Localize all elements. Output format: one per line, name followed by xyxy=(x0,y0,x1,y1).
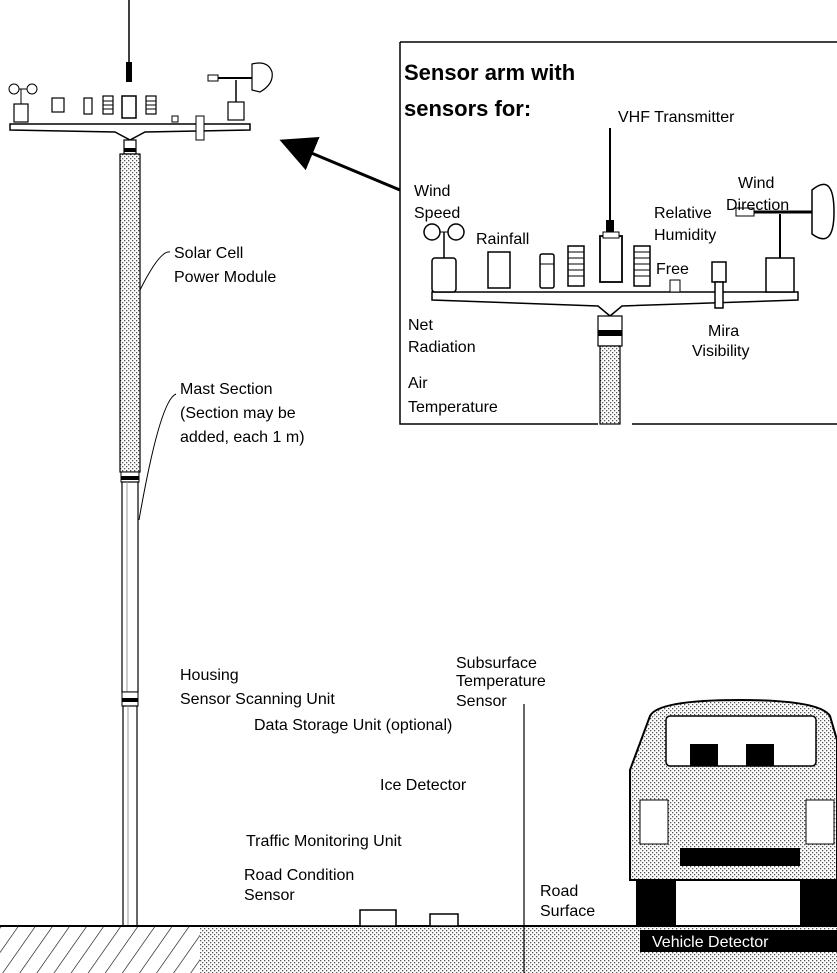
vehicle-wheel-right xyxy=(800,880,837,926)
ground-cross-section: Vehicle Detector xyxy=(0,704,837,973)
air-temperature-sensor xyxy=(567,245,585,287)
label-road-surface-2: Surface xyxy=(540,903,595,920)
inset-panel: Sensor arm with sensors for: VHF Transmi… xyxy=(399,41,837,425)
label-vhf-transmitter: VHF Transmitter xyxy=(618,109,735,126)
label-net-radiation-1: Net xyxy=(408,317,433,334)
net-radiation-sensor xyxy=(539,253,555,289)
label-solar-cell-1: Solar Cell xyxy=(174,245,243,262)
label-mira-2: Visibility xyxy=(692,343,750,360)
mast-labels: Solar Cell Power Module Mast Section (Se… xyxy=(138,245,305,521)
sensor-arm-small xyxy=(9,123,251,141)
label-relative-humidity-2: Humidity xyxy=(654,227,716,244)
label-mast-section-2: (Section may be xyxy=(180,405,296,422)
vehicle-license-plate xyxy=(680,848,800,866)
label-traffic-monitoring-unit: Traffic Monitoring Unit xyxy=(246,833,402,850)
inset-title-line2: sensors for: xyxy=(404,96,531,121)
small-arm-sensors xyxy=(8,62,273,141)
mast-section xyxy=(121,481,139,693)
inset-pointer-arrow xyxy=(279,136,401,192)
label-vehicle-detector: Vehicle Detector xyxy=(652,934,769,951)
label-mast-section-3: added, each 1 m) xyxy=(180,429,305,446)
wind-speed-sensor xyxy=(423,223,465,293)
label-relative-humidity-1: Relative xyxy=(654,205,712,222)
road-condition-sensor xyxy=(359,909,397,927)
label-data-storage-unit: Data Storage Unit (optional) xyxy=(254,717,452,734)
sensor-arm-large xyxy=(431,291,799,317)
vehicle-detector-bar xyxy=(640,930,837,952)
label-subsurface-3: Sensor xyxy=(456,693,507,710)
label-air-temperature-2: Temperature xyxy=(408,399,498,416)
label-air-temperature-1: Air xyxy=(408,375,428,392)
rainfall-sensor xyxy=(487,251,511,289)
label-road-condition-2: Sensor xyxy=(244,887,295,904)
mast-assembly xyxy=(8,0,273,969)
vehicle xyxy=(629,698,837,926)
label-free: Free xyxy=(656,261,689,278)
wind-direction-sensor xyxy=(735,183,835,293)
label-mast-section-1: Mast Section xyxy=(180,381,272,398)
label-wind-direction-1: Wind xyxy=(738,175,774,192)
label-housing: Housing xyxy=(180,667,239,684)
label-solar-cell-2: Power Module xyxy=(174,269,276,286)
ice-detector xyxy=(429,913,459,927)
solar-cell-module xyxy=(119,153,141,473)
label-wind-speed-2: Speed xyxy=(414,205,460,222)
mira-visibility-sensor xyxy=(711,261,727,309)
label-ice-detector: Ice Detector xyxy=(380,777,467,794)
label-road-condition-1: Road Condition xyxy=(244,867,354,884)
vehicle-wheel-left xyxy=(636,880,676,926)
label-sensor-scanning-unit: Sensor Scanning Unit xyxy=(180,691,335,708)
label-subsurface-1: Subsurface xyxy=(456,655,537,672)
label-rainfall: Rainfall xyxy=(476,231,529,248)
label-subsurface-2: Temperature xyxy=(456,673,546,690)
label-wind-speed-1: Wind xyxy=(414,183,450,200)
free-slot xyxy=(669,279,681,293)
label-road-surface-1: Road xyxy=(540,883,578,900)
label-wind-direction-2: Direction xyxy=(726,197,789,214)
vehicle-windshield xyxy=(665,715,817,767)
inset-title-line1: Sensor arm with xyxy=(404,60,575,85)
label-net-radiation-2: Radiation xyxy=(408,339,476,356)
relative-humidity-sensor xyxy=(633,245,651,287)
label-mira-1: Mira xyxy=(708,323,739,340)
base-labels: Housing Sensor Scanning Unit Data Storag… xyxy=(180,655,595,920)
